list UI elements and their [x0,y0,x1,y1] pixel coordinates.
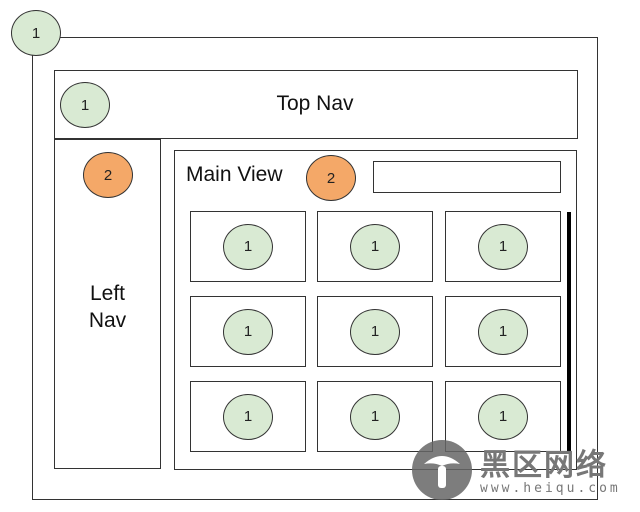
tile-badge: 1 [478,223,528,270]
tile[interactable] [317,211,433,282]
main-view-label: Main View [186,163,283,186]
watermark: 黑区网络 www.heiqu.com [410,438,630,502]
main-view-badge: 2 [306,155,356,201]
tile-badge: 1 [478,393,528,440]
scrollbar[interactable] [567,212,571,452]
outer-badge: 1 [11,10,61,56]
tile[interactable] [317,381,433,452]
watermark-url: www.heiqu.com [480,481,621,496]
top-nav-badge: 1 [60,82,110,128]
tile[interactable] [190,381,306,452]
outer-frame [32,37,598,500]
tile[interactable] [190,211,306,282]
watermark-cn: 黑区网络 [480,448,608,483]
tile[interactable] [317,296,433,367]
main-view-box [174,150,577,470]
tile-badge: 1 [350,393,400,440]
left-nav-box [54,139,161,469]
top-nav-box [54,70,578,139]
tile-badge: 1 [478,308,528,355]
tile[interactable] [445,381,561,452]
search-input[interactable] [373,161,561,193]
left-nav-label: Left Nav [54,280,161,334]
top-nav-label: Top Nav [276,92,354,115]
tile-badge: 1 [350,223,400,270]
tile-badge: 1 [350,308,400,355]
watermark-logo-icon [412,440,472,500]
tile-badge: 1 [223,223,273,270]
tile-badge: 1 [223,308,273,355]
tile[interactable] [190,296,306,367]
left-nav-label-line1: Left [89,282,126,305]
left-nav-badge: 2 [83,152,133,198]
tile-badge: 1 [223,393,273,440]
tile[interactable] [445,296,561,367]
tile[interactable] [445,211,561,282]
left-nav-label-line2: Nav [88,309,127,332]
